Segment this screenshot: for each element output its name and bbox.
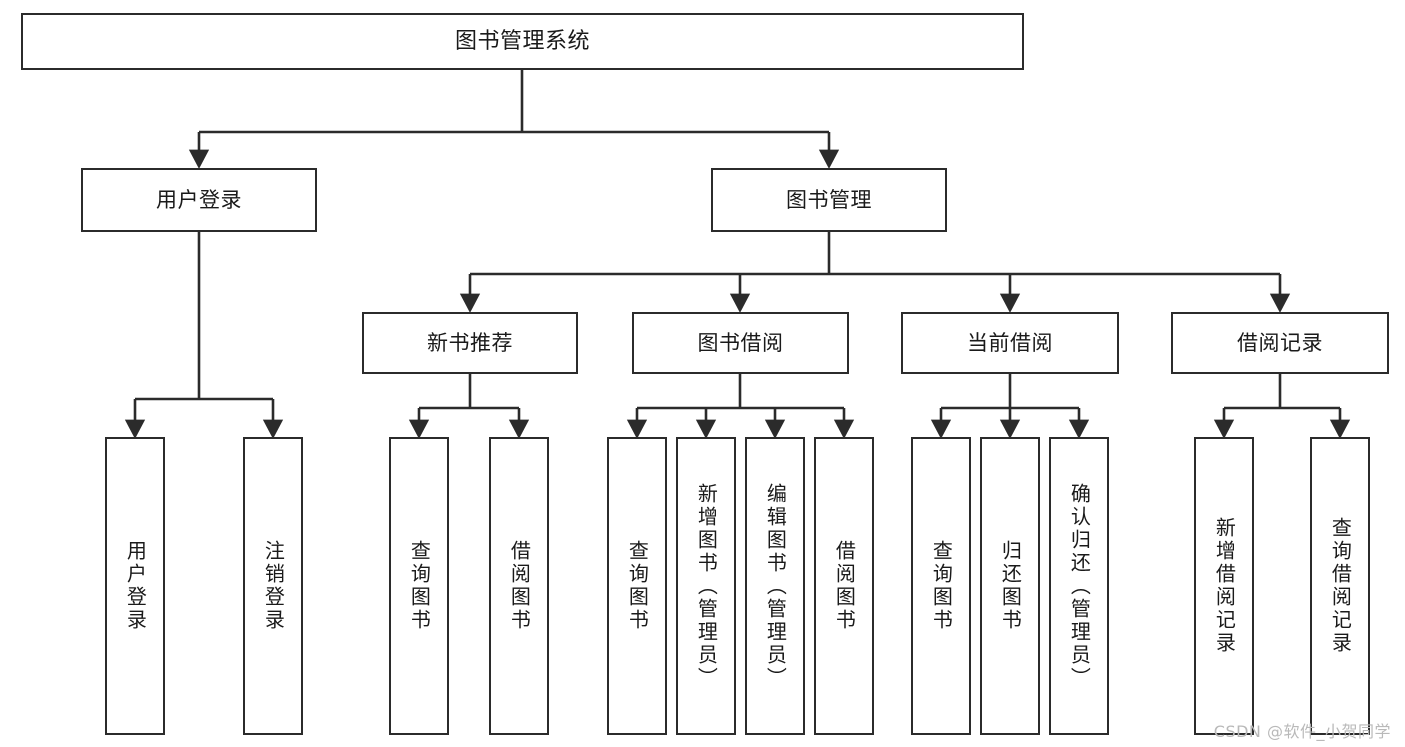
- node-label: 查询图书: [929, 540, 954, 632]
- node-label: 新增借阅记录: [1212, 517, 1237, 655]
- leaf-add-book-admin[interactable]: 新增图书（管理员）: [676, 437, 736, 735]
- leaf-logout[interactable]: 注销登录: [243, 437, 303, 735]
- node-label: 新书推荐: [427, 330, 513, 355]
- node-label: 归还图书: [998, 540, 1023, 632]
- node-label: 当前借阅: [967, 330, 1053, 355]
- leaf-return-books[interactable]: 归还图书: [980, 437, 1040, 735]
- leaf-query-books-recommend[interactable]: 查询图书: [389, 437, 449, 735]
- node-label: 图书管理系统: [454, 28, 590, 54]
- leaf-confirm-return-admin[interactable]: 确认归还（管理员）: [1049, 437, 1109, 735]
- leaf-edit-book-admin[interactable]: 编辑图书（管理员）: [745, 437, 805, 735]
- node-label: 确认归还（管理员）: [1067, 482, 1092, 690]
- leaf-borrow-books-borrow[interactable]: 借阅图书: [814, 437, 874, 735]
- leaf-query-borrow-record[interactable]: 查询借阅记录: [1310, 437, 1370, 735]
- leaf-user-login[interactable]: 用户登录: [105, 437, 165, 735]
- leaf-borrow-books-recommend[interactable]: 借阅图书: [489, 437, 549, 735]
- node-label: 图书管理: [786, 187, 872, 212]
- leaf-add-borrow-record[interactable]: 新增借阅记录: [1194, 437, 1254, 735]
- node-label: 查询图书: [625, 540, 650, 632]
- leaf-query-books-borrow[interactable]: 查询图书: [607, 437, 667, 735]
- node-label: 编辑图书（管理员）: [763, 482, 788, 690]
- node-current-borrow[interactable]: 当前借阅: [901, 312, 1119, 374]
- node-new-book-recommendation[interactable]: 新书推荐: [362, 312, 578, 374]
- node-book-management[interactable]: 图书管理: [711, 168, 947, 232]
- node-label: 借阅图书: [832, 540, 857, 632]
- node-root-book-management-system[interactable]: 图书管理系统: [21, 13, 1024, 70]
- node-label: 注销登录: [261, 540, 286, 632]
- node-borrow-records[interactable]: 借阅记录: [1171, 312, 1389, 374]
- node-label: 新增图书（管理员）: [694, 482, 719, 690]
- node-user-login[interactable]: 用户登录: [81, 168, 317, 232]
- node-label: 用户登录: [123, 540, 148, 632]
- node-label: 借阅记录: [1237, 330, 1323, 355]
- node-book-borrow[interactable]: 图书借阅: [632, 312, 849, 374]
- leaf-query-books-current[interactable]: 查询图书: [911, 437, 971, 735]
- node-label: 图书借阅: [697, 330, 784, 355]
- node-label: 查询图书: [407, 540, 432, 632]
- node-label: 借阅图书: [507, 540, 532, 632]
- node-label: 用户登录: [156, 187, 242, 212]
- node-label: 查询借阅记录: [1328, 517, 1353, 655]
